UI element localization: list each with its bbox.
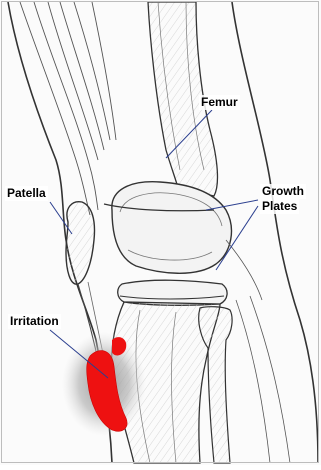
label-femur: Femur <box>199 95 240 110</box>
label-growth-plates-line2: Plates <box>260 199 299 214</box>
label-irritation: Irritation <box>8 314 61 329</box>
label-growth-plates-line1: Growth <box>260 184 306 199</box>
label-patella: Patella <box>5 186 48 201</box>
tibia-plateau <box>118 280 227 305</box>
